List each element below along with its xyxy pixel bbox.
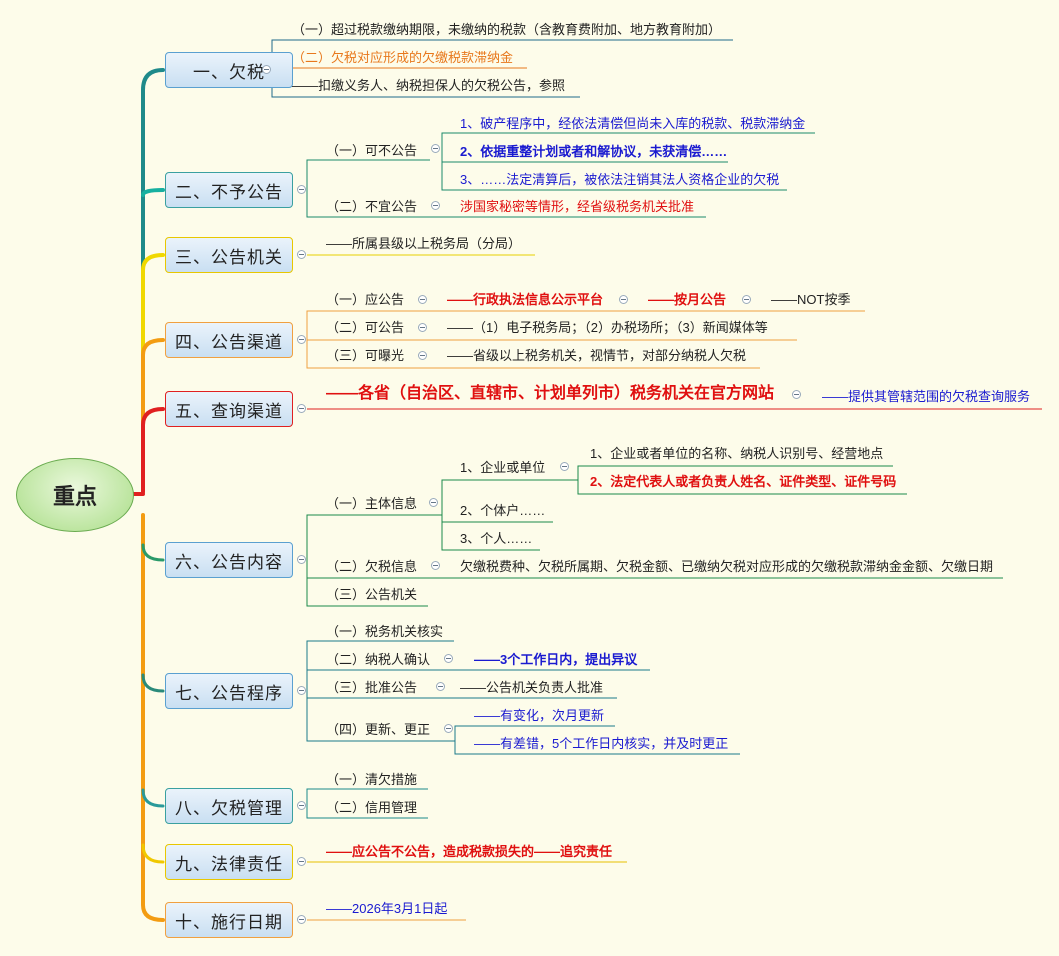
collapse-toggle-icon[interactable] bbox=[560, 462, 569, 471]
s6-sub2-item: 欠缴税费种、欠税所属期、欠税金额、已缴纳欠税对应形成的欠缴税款滞纳金金额、欠缴日… bbox=[460, 559, 994, 574]
node-gonggao-chengxu-label: 七、公告程序 bbox=[175, 683, 283, 703]
s2-sub2-item: 涉国家秘密等情形，经省级税务机关批准 bbox=[460, 199, 695, 214]
s1-item-1: （一）超过税款缴纳期限，未缴纳的税款（含教育费附加、地方教育附加） bbox=[292, 22, 722, 37]
s4-r2-channels: ——（1）电子税务局；（2）办税场所；（3）新闻媒体等 bbox=[447, 320, 768, 335]
s2-sub1-item-1: 1、破产程序中，经依法清偿但尚未入库的税款、税款滞纳金 bbox=[460, 116, 806, 131]
s4-r1: （一）应公告 bbox=[326, 292, 405, 307]
node-gonggao-neirong-label: 六、公告内容 bbox=[175, 552, 283, 572]
collapse-toggle-icon[interactable] bbox=[418, 323, 427, 332]
s7-r4-detail-2: ——有差错，5个工作日内核实，并及时更正 bbox=[474, 736, 729, 751]
s5-sub: ——提供其管辖范围的欠税查询服务 bbox=[822, 389, 1031, 404]
collapse-toggle-icon[interactable] bbox=[792, 390, 801, 399]
node-qianshui-guanli-label: 八、欠税管理 bbox=[175, 798, 283, 818]
s4-r1-not-quarterly: ——NOT按季 bbox=[771, 292, 851, 307]
collapse-toggle-icon[interactable] bbox=[444, 654, 453, 663]
s7-r2: （二）纳税人确认 bbox=[326, 652, 431, 667]
node-buyu-gonggao-label: 二、不予公告 bbox=[175, 182, 283, 202]
s2-sub1-item-3: 3、……法定清算后，被依法注销其法人资格企业的欠税 bbox=[460, 172, 780, 187]
collapse-toggle-icon[interactable] bbox=[431, 561, 440, 570]
node-gonggao-neirong[interactable]: 六、公告内容 bbox=[165, 542, 293, 578]
s2-sub1-item-2: 2、依据重整计划或者和解协议，未获清偿…… bbox=[460, 144, 728, 159]
collapse-toggle-icon[interactable] bbox=[619, 295, 628, 304]
node-qianshui-guanli[interactable]: 八、欠税管理 bbox=[165, 788, 293, 824]
collapse-toggle-icon[interactable] bbox=[297, 404, 306, 413]
s2-sub2: （二）不宜公告 bbox=[326, 199, 418, 214]
collapse-toggle-icon[interactable] bbox=[436, 682, 445, 691]
s4-r1-channel: ——行政执法信息公示平台 bbox=[447, 292, 604, 307]
s6-sub1: （一）主体信息 bbox=[326, 496, 418, 511]
collapse-toggle-icon[interactable] bbox=[429, 498, 438, 507]
root-node[interactable]: 重点 bbox=[16, 458, 134, 532]
node-chaxun-qudao[interactable]: 五、查询渠道 bbox=[165, 391, 293, 427]
collapse-toggle-icon[interactable] bbox=[431, 144, 440, 153]
collapse-toggle-icon[interactable] bbox=[297, 335, 306, 344]
s6-sub3: （三）公告机关 bbox=[326, 587, 418, 602]
s1-item-2: （二）欠税对应形成的欠缴税款滞纳金 bbox=[292, 50, 514, 65]
collapse-toggle-icon[interactable] bbox=[297, 686, 306, 695]
collapse-toggle-icon[interactable] bbox=[297, 555, 306, 564]
s2-sub1: （一）可不公告 bbox=[326, 143, 418, 158]
node-gonggao-qudao[interactable]: 四、公告渠道 bbox=[165, 322, 293, 358]
s7-r2-detail: ——3个工作日内，提出异议 bbox=[474, 652, 638, 667]
node-falv-zeren-label: 九、法律责任 bbox=[175, 854, 283, 874]
node-shixing-riqi-label: 十、施行日期 bbox=[175, 912, 283, 932]
node-gonggao-jiguan-label: 三、公告机关 bbox=[175, 247, 283, 267]
s6-sub2: （二）欠税信息 bbox=[326, 559, 418, 574]
node-qianshui[interactable]: 一、欠税 bbox=[165, 52, 293, 88]
node-gonggao-jiguan[interactable]: 三、公告机关 bbox=[165, 237, 293, 273]
s9-item: ——应公告不公告，造成税款损失的——追究责任 bbox=[326, 844, 613, 859]
s8-item-2: （二）信用管理 bbox=[326, 800, 418, 815]
collapse-toggle-icon[interactable] bbox=[418, 351, 427, 360]
collapse-toggle-icon[interactable] bbox=[742, 295, 751, 304]
s4-r3-detail: ——省级以上税务机关，视情节，对部分纳税人欠税 bbox=[447, 348, 747, 363]
collapse-toggle-icon[interactable] bbox=[297, 801, 306, 810]
s7-r3: （三）批准公告 bbox=[326, 680, 418, 695]
node-gonggao-chengxu[interactable]: 七、公告程序 bbox=[165, 673, 293, 709]
s6-entity-item-2: 2、法定代表人或者负责人姓名、证件类型、证件号码 bbox=[590, 474, 897, 489]
root-label: 重点 bbox=[52, 484, 97, 509]
collapse-toggle-icon[interactable] bbox=[431, 201, 440, 210]
s6-entity: 1、企业或单位 bbox=[460, 460, 546, 475]
collapse-toggle-icon[interactable] bbox=[297, 857, 306, 866]
s5-main: ——各省（自治区、直辖市、计划单列市）税务机关在官方网站 bbox=[326, 385, 775, 402]
s4-r2: （二）可公告 bbox=[326, 320, 405, 335]
collapse-toggle-icon[interactable] bbox=[297, 185, 306, 194]
s7-r4: （四）更新、更正 bbox=[326, 722, 431, 737]
node-shixing-riqi[interactable]: 十、施行日期 bbox=[165, 902, 293, 938]
collapse-toggle-icon[interactable] bbox=[262, 65, 271, 74]
node-gonggao-qudao-label: 四、公告渠道 bbox=[175, 332, 283, 352]
s7-r3-detail: ——公告机关负责人批准 bbox=[460, 680, 604, 695]
collapse-toggle-icon[interactable] bbox=[297, 250, 306, 259]
s6-entity-item-1: 1、企业或者单位的名称、纳税人识别号、经营地点 bbox=[590, 446, 884, 461]
s4-r1-frequency: ——按月公告 bbox=[648, 292, 727, 307]
node-falv-zeren[interactable]: 九、法律责任 bbox=[165, 844, 293, 880]
collapse-toggle-icon[interactable] bbox=[418, 295, 427, 304]
s7-r1: （一）税务机关核实 bbox=[326, 624, 444, 639]
s4-r3: （三）可曝光 bbox=[326, 348, 405, 363]
s7-r4-detail-1: ——有变化，次月更新 bbox=[474, 708, 605, 723]
s3-item: ——所属县级以上税务局（分局） bbox=[326, 236, 522, 251]
collapse-toggle-icon[interactable] bbox=[297, 915, 306, 924]
s6-individual: 3、个人…… bbox=[460, 531, 533, 546]
node-buyu-gonggao[interactable]: 二、不予公告 bbox=[165, 172, 293, 208]
s8-item-1: （一）清欠措施 bbox=[326, 772, 418, 787]
node-chaxun-qudao-label: 五、查询渠道 bbox=[175, 401, 283, 421]
collapse-toggle-icon[interactable] bbox=[444, 724, 453, 733]
s1-item-3: ——扣缴义务人、纳税担保人的欠税公告，参照 bbox=[292, 78, 566, 93]
node-qianshui-label: 一、欠税 bbox=[193, 62, 265, 82]
s6-individual-business: 2、个体户…… bbox=[460, 503, 546, 518]
s10-item: ——2026年3月1日起 bbox=[326, 901, 448, 916]
